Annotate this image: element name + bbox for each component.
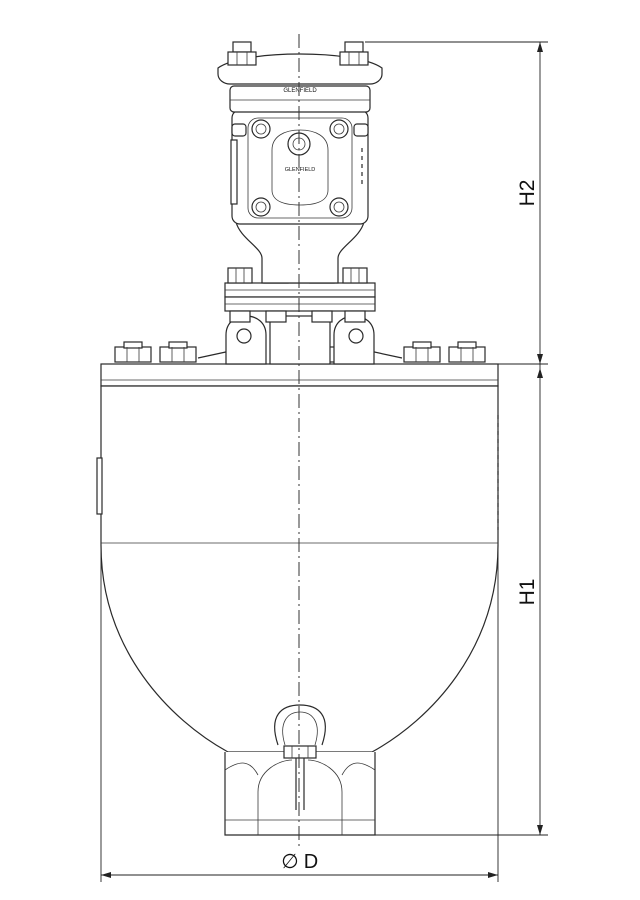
valve-body-brand-text: GLENFIELD bbox=[285, 167, 316, 173]
left-lifting-lug bbox=[225, 315, 267, 365]
dimension-h2-label: H2 bbox=[516, 180, 539, 207]
body-bolt bbox=[251, 119, 271, 139]
body-bolt bbox=[251, 197, 271, 217]
valve-neck bbox=[225, 315, 375, 365]
vessel-outlet-skirt bbox=[224, 752, 376, 836]
dimension-h1: H1 bbox=[375, 364, 548, 836]
body-bolt bbox=[329, 197, 349, 217]
dimension-h2: H2 bbox=[365, 41, 548, 365]
diameter-symbol: ∅ bbox=[281, 851, 298, 873]
air-valve-body: GLENFIELD bbox=[230, 109, 369, 284]
drain-ring bbox=[274, 704, 326, 746]
valve-top-cap: GLENFIELD bbox=[217, 41, 383, 113]
dimension-d-label: D bbox=[304, 851, 318, 873]
right-lifting-lug bbox=[333, 315, 375, 365]
cap-bolt bbox=[339, 41, 369, 66]
top-cap-brand-text: GLENFIELD bbox=[283, 88, 317, 94]
body-bolt bbox=[329, 119, 349, 139]
dimension-diameter: ∅ D bbox=[100, 545, 499, 882]
vessel bbox=[96, 363, 499, 836]
dimension-h1-label: H1 bbox=[516, 579, 539, 606]
cap-bolt bbox=[227, 41, 257, 66]
isolating-flange bbox=[224, 267, 376, 323]
